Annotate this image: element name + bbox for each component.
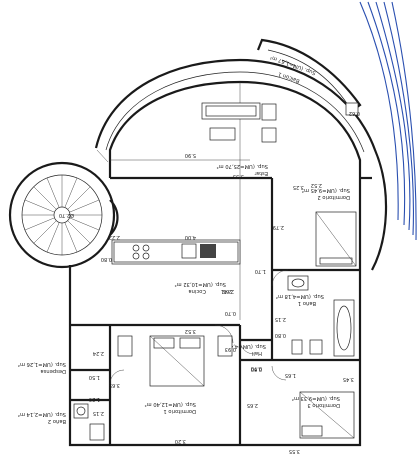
dim-hall-h: 0.70: [251, 365, 262, 371]
dim-d2-w: 2.52: [311, 182, 322, 188]
dormitorio3-furniture: [299, 391, 355, 439]
kitchen-counter: [111, 239, 241, 265]
bano2-label: Baño 2: [48, 418, 66, 424]
bano1-fixtures: [287, 275, 355, 357]
dim-d1-h: 3.65: [109, 382, 120, 388]
dim-misc-2: 0.60: [251, 366, 262, 372]
dim-misc-9: 1.65: [285, 372, 296, 378]
dim-bano2-h: 2.15: [93, 410, 104, 416]
dim-misc-6: 0.80: [101, 256, 112, 262]
estar-room: [108, 80, 362, 320]
dim-misc-4: 2.41: [221, 288, 232, 294]
blue-pen-marks: [359, 1, 417, 241]
dim-misc-11: 3.25: [293, 184, 304, 190]
dim-stair: Ø2.70: [59, 212, 74, 219]
estar-furniture: [201, 102, 277, 143]
dim-bano1-w: 2.15: [275, 316, 286, 322]
dim-d3-w: 3.55: [289, 448, 300, 454]
despensa-label: Despensa: [40, 368, 66, 374]
cocina-label: Cocina: [188, 288, 206, 294]
balcony-label: Balcón 1: [277, 70, 300, 84]
door-swings: [109, 269, 289, 385]
dormitorio2-label: Dormitorio 2: [317, 194, 350, 200]
dim-misc-10: 3.45: [343, 376, 354, 382]
dormitorio1-area: Sup. (UM=12,40 m²: [145, 401, 196, 407]
dim-bano2-w: 1.20: [89, 396, 100, 402]
dormitorio1-furniture: [117, 335, 233, 387]
dim-misc-3: 0.93: [225, 346, 236, 352]
dim-kit-lower: 3.52: [185, 328, 196, 334]
dim-misc-5: 0.80: [275, 332, 286, 338]
dim-estar-w: 5.90: [185, 152, 196, 158]
dim-despensa-w: 2.24: [93, 350, 104, 356]
spiral-stair: [8, 161, 119, 269]
dormitorio2-furniture: [315, 211, 357, 267]
estar-area: Sup. (UM=25,70 m²: [217, 163, 268, 169]
dim-estar-h: 3.35: [233, 173, 244, 179]
dim-hall-w: 1.70: [255, 268, 266, 274]
dormitorio2-area: Sup. (UM=9,45 m²: [302, 187, 350, 193]
hall-label: Hall: [252, 350, 262, 356]
dim-cocina-h: 2.65: [223, 288, 234, 294]
cocina-area: Sup. (UM=10,32 m²: [175, 281, 226, 287]
dim-misc-8: 1.50: [89, 374, 100, 380]
bano2-fixtures: [73, 403, 105, 441]
dim-d2-h: 2.79: [273, 224, 284, 230]
hall-area: Sup. (UM=4,40 m²: [218, 343, 266, 349]
balcony: [256, 38, 362, 116]
despensa-area: Sup. (UM=1,26 m²: [18, 361, 66, 367]
dim-d3-h: 2.65: [247, 402, 258, 408]
bano1-area: Sup. (UM=4,18 m²: [276, 293, 324, 299]
dim-misc-1: 0.70: [225, 310, 236, 316]
estar-label: Estar: [254, 170, 268, 176]
dormitorio3-label: Dormitorio 3: [307, 402, 340, 408]
dormitorio1-label: Dormitorio 1: [163, 408, 196, 414]
dormitorio3-area: Sup. (UM=9,33 m²: [292, 395, 340, 401]
bano2-area: Sup. (UM=2,14 m²: [18, 411, 66, 417]
dim-misc-7: 2.22: [109, 234, 120, 240]
dim-cocina-w: 4.00: [185, 234, 196, 240]
dim-balcony: 0.62: [349, 110, 360, 116]
dim-d1-w: 3.20: [175, 438, 186, 444]
terrace-arc: [94, 58, 388, 271]
bano1-label: Baño 1: [298, 300, 316, 306]
